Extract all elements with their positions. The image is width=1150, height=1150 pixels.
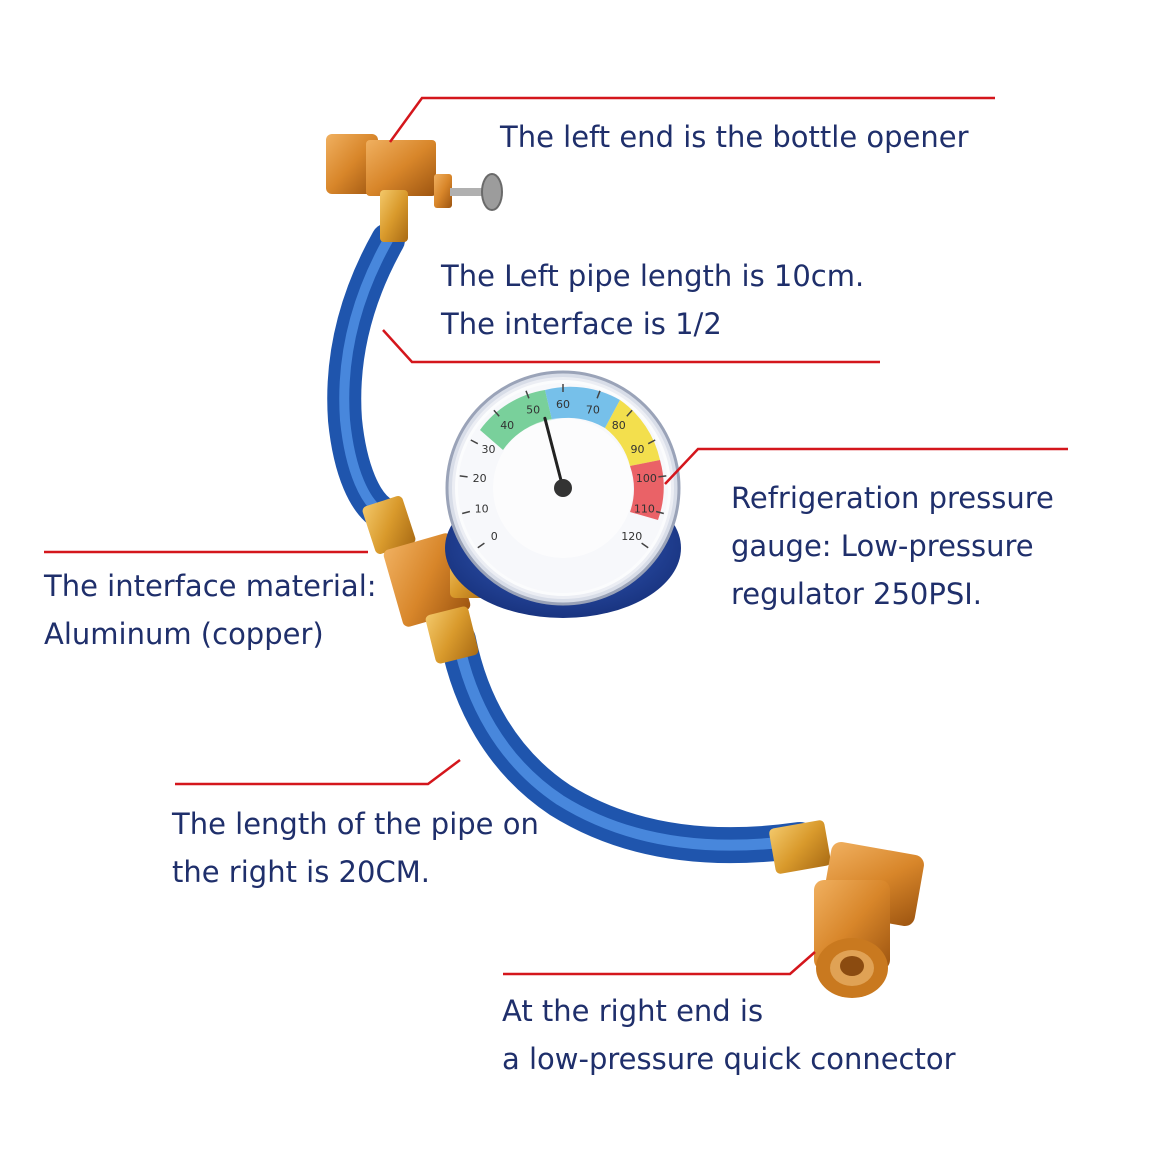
gauge-scale-label: 60 [556, 398, 570, 411]
bottle-opener [326, 134, 503, 242]
gauge-tick [655, 510, 664, 515]
label-interface-line-1: The interface material: [44, 569, 377, 603]
gauge-tick [525, 390, 530, 399]
label-gauge-line-1: Refrigeration pressure [731, 481, 1054, 515]
gauge-tick [658, 475, 667, 478]
label-right-pipe: The length of the pipe on the right is 2… [172, 800, 539, 896]
gauge-needle [543, 416, 565, 490]
leader-lines [44, 96, 1068, 976]
pressure-gauge: 0 10 20 30 40 50 60 70 80 90 100 110 120 [445, 370, 681, 618]
label-bottle-opener: The left end is the bottle opener [500, 113, 969, 161]
gauge-tick [626, 409, 633, 417]
leader-line-gauge [664, 447, 1068, 485]
gauge-scale-label: 100 [636, 472, 657, 485]
label-interface-line-2: Aluminum (copper) [44, 617, 324, 651]
gauge-scale-label: 70 [586, 404, 600, 417]
gauge-scale: 0 10 20 30 40 50 60 70 80 90 100 110 120 [459, 384, 667, 549]
gauge-scale-label: 120 [621, 530, 642, 543]
leader-line-right-pipe [175, 759, 461, 786]
label-gauge: Refrigeration pressure gauge: Low-pressu… [731, 474, 1054, 618]
gauge-tick [470, 439, 479, 445]
gauge-tick [647, 439, 656, 445]
gauge-scale-label: 30 [482, 443, 496, 456]
label-connector-line-1: At the right end is [502, 994, 764, 1028]
gauge-scale-label: 0 [491, 530, 498, 543]
gauge-scale-label: 20 [473, 472, 487, 485]
gauge-scale-label: 110 [634, 503, 655, 516]
label-left-pipe: The Left pipe length is 10cm. The interf… [441, 252, 864, 348]
gauge-scale-label: 40 [500, 419, 514, 432]
label-gauge-line-2: gauge: Low-pressure [731, 529, 1034, 563]
gauge-scale-label: 80 [612, 419, 626, 432]
label-bottle-opener-line-1: The left end is the bottle opener [500, 120, 969, 154]
leader-line-bottle-opener [388, 96, 995, 143]
label-left-pipe-line-2: The interface is 1/2 [441, 307, 722, 341]
label-quick-connector: At the right end is a low-pressure quick… [502, 987, 956, 1083]
label-right-pipe-line-1: The length of the pipe on [172, 807, 539, 841]
leader-line-connector [503, 951, 816, 976]
quick-connector [769, 820, 924, 998]
gauge-tick [596, 390, 601, 399]
leader-line-left-pipe [382, 329, 880, 364]
label-interface-material: The interface material: Aluminum (copper… [44, 562, 377, 658]
label-connector-line-2: a low-pressure quick connector [502, 1042, 956, 1076]
label-right-pipe-line-2: the right is 20CM. [172, 855, 430, 889]
label-gauge-line-3: regulator 250PSI. [731, 577, 983, 611]
gauge-scale-label: 10 [475, 503, 489, 516]
gauge-scale-label: 50 [526, 404, 540, 417]
gauge-tick [459, 475, 468, 478]
gauge-tick [477, 542, 485, 549]
gauge-tick [641, 542, 649, 549]
gauge-tick [462, 510, 471, 515]
gauge-tick [493, 409, 500, 417]
label-left-pipe-line-1: The Left pipe length is 10cm. [441, 259, 865, 293]
gauge-scale-label: 90 [631, 443, 645, 456]
